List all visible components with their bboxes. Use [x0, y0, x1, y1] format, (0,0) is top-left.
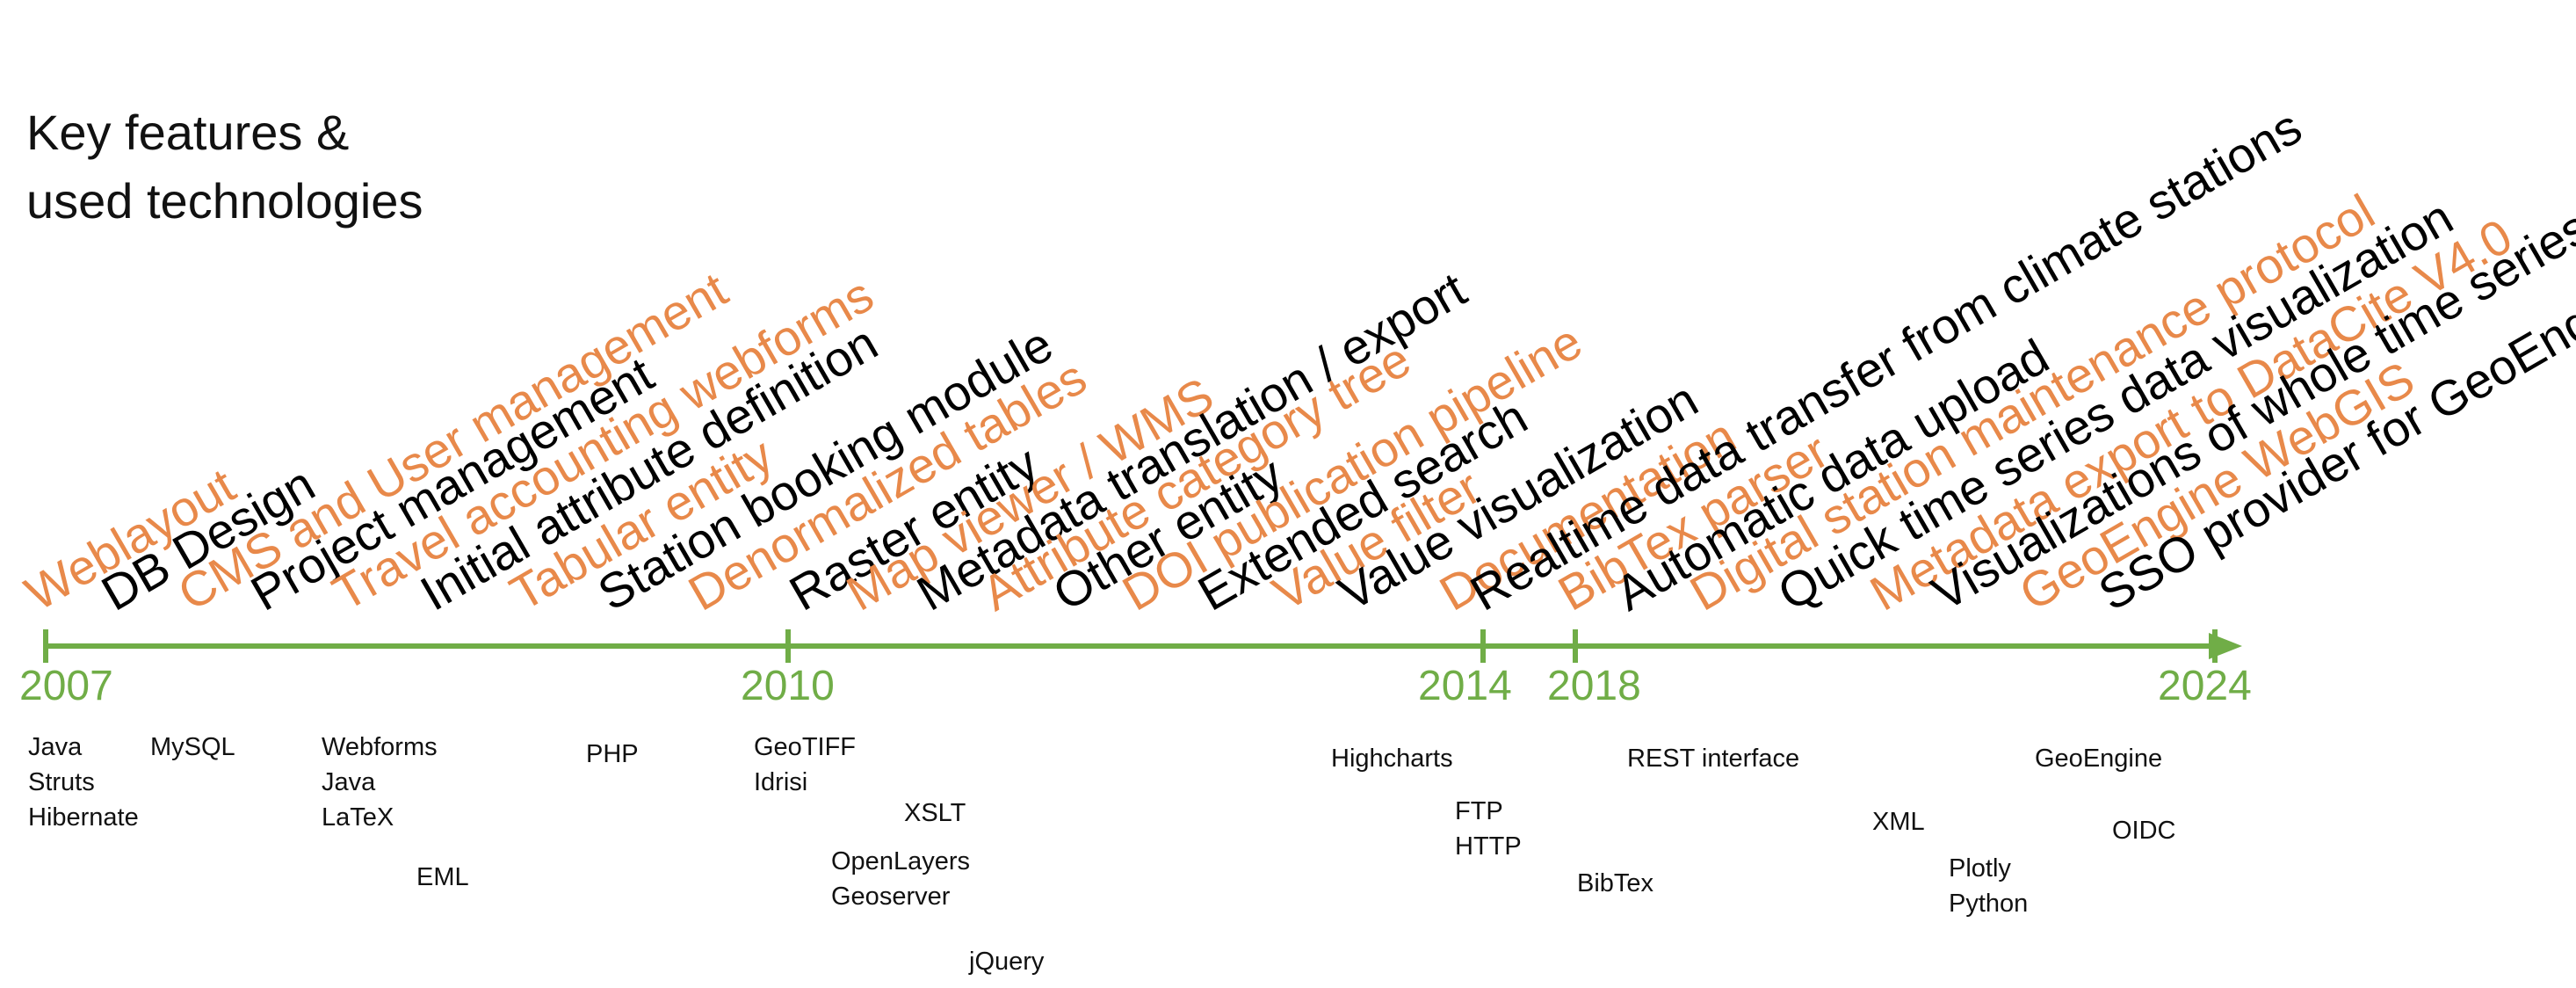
tech-item: OIDC: [2112, 817, 2176, 845]
tech-item: Java: [322, 768, 376, 796]
tech-group: PHP: [586, 737, 639, 772]
tech-group: MySQL: [150, 730, 235, 765]
tech-item: REST interface: [1627, 745, 1800, 773]
year-label-2024: 2024: [2158, 663, 2252, 709]
tech-group: Plotly Python: [1949, 851, 2028, 921]
tech-item: XML: [1872, 808, 1925, 836]
tech-group: Java Struts Hibernate: [28, 730, 139, 835]
tech-item: Webforms: [322, 733, 438, 761]
tech-item: jQuery: [969, 948, 1045, 976]
tech-group: OIDC: [2112, 813, 2176, 848]
tech-group: REST interface: [1627, 741, 1799, 776]
tech-group: BibTex: [1577, 866, 1653, 901]
tech-item: MySQL: [150, 733, 235, 761]
year-label-2010: 2010: [741, 663, 835, 709]
year-label-2014: 2014: [1418, 663, 1512, 709]
tech-item: XSLT: [904, 799, 966, 827]
tech-group: jQuery: [969, 944, 1044, 979]
tech-item: Java: [28, 733, 83, 761]
tech-item: Hibernate: [28, 803, 139, 832]
tech-item: Python: [1949, 890, 2029, 918]
tech-item: Plotly: [1949, 854, 2011, 883]
tech-group: OpenLayers Geoserver: [831, 844, 970, 914]
title-line-2: used technologies: [26, 173, 423, 229]
tech-group: Highcharts: [1331, 741, 1453, 776]
tech-item: OpenLayers: [831, 847, 970, 875]
tech-item: GeoEngine: [2035, 745, 2163, 773]
diagram-title: Key features & used technologies: [26, 98, 423, 236]
tech-item: GeoTIFF: [754, 733, 857, 761]
tech-group: XML: [1872, 804, 1925, 839]
tech-item: HTTP: [1455, 832, 1522, 861]
tech-item: PHP: [586, 740, 639, 768]
year-label-2018: 2018: [1547, 663, 1641, 709]
tech-item: Highcharts: [1331, 745, 1453, 773]
tech-group: EML: [416, 860, 469, 895]
tech-item: EML: [416, 863, 469, 891]
tech-group: FTP HTTP: [1455, 794, 1522, 864]
year-label-2007: 2007: [19, 663, 113, 709]
title-line-1: Key features &: [26, 105, 350, 160]
tech-item: LaTeX: [322, 803, 394, 832]
tech-item: Idrisi: [754, 768, 808, 796]
tech-item: FTP: [1455, 797, 1503, 825]
tech-item: Struts: [28, 768, 95, 796]
tech-group: GeoTIFF Idrisi: [754, 730, 856, 800]
tech-group: Webforms Java LaTeX: [322, 730, 438, 835]
tech-item: BibTex: [1577, 869, 1654, 897]
tech-item: Geoserver: [831, 883, 951, 911]
tech-group: GeoEngine: [2035, 741, 2162, 776]
tech-group: XSLT: [904, 795, 966, 831]
